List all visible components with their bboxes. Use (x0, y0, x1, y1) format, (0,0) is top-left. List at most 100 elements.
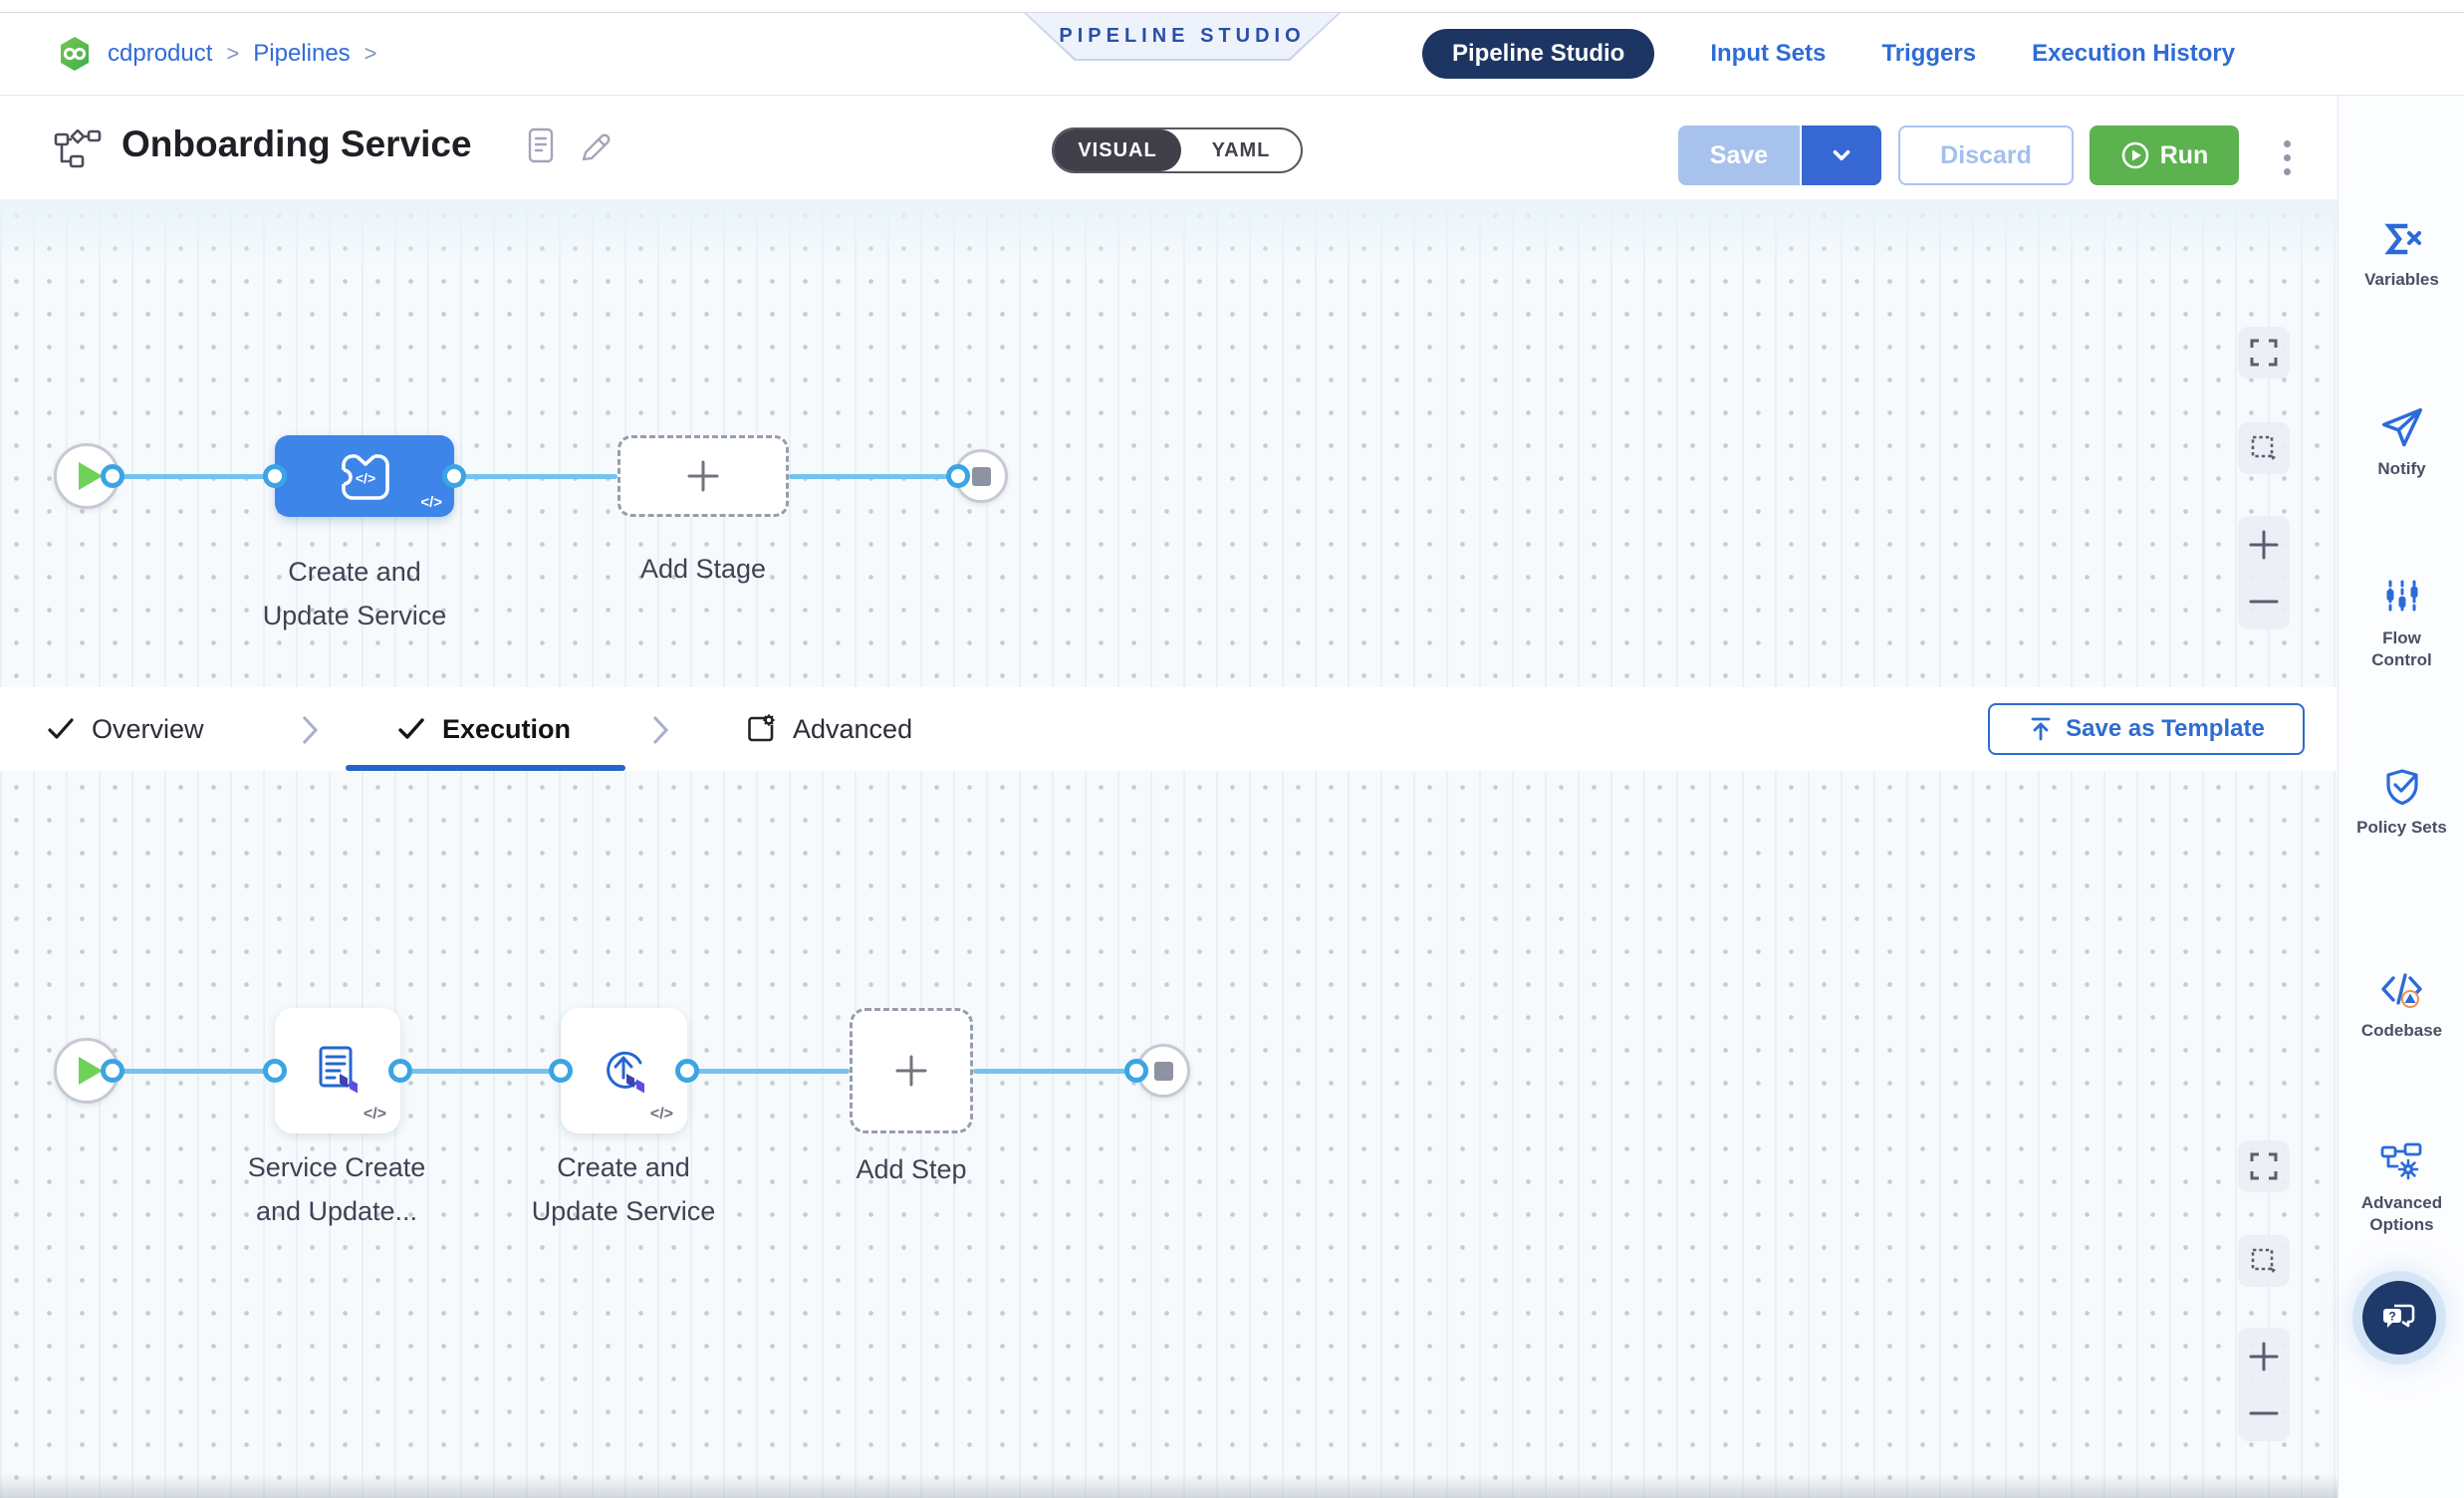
svg-text:</>: </> (356, 470, 375, 486)
check-icon (48, 718, 74, 739)
breadcrumb-pipelines[interactable]: Pipelines (253, 40, 351, 67)
breadcrumb-project[interactable]: cdproduct (108, 40, 213, 67)
sidebar-item-advanced-options[interactable]: Advanced Options (2339, 1140, 2464, 1236)
upload-icon (2031, 717, 2051, 741)
terraform-apply-step-icon (596, 1042, 653, 1100)
advanced-gear-icon (748, 714, 775, 742)
plus-icon (895, 1055, 927, 1087)
chat-question-icon: ? (2383, 1304, 2415, 1328)
marquee-select-icon (2251, 435, 2276, 460)
zoom-out-icon[interactable] (2248, 586, 2280, 618)
tab-execution[interactable]: Execution (396, 687, 571, 771)
tab-execution-history[interactable]: Execution History (2032, 40, 2236, 67)
stage-code-glyph: </> (420, 494, 442, 511)
connector-port[interactable] (101, 464, 124, 488)
toolbar: Onboarding Service VISUAL YAML Save (0, 96, 2464, 200)
canvas-select-button[interactable] (2238, 422, 2290, 474)
zoom-in-icon[interactable] (2248, 529, 2280, 561)
run-button[interactable]: Run (2090, 125, 2239, 185)
toggle-yaml[interactable]: YAML (1211, 138, 1271, 161)
connector-port[interactable] (549, 1059, 573, 1083)
step-node-create-update-service[interactable]: </> (561, 1008, 687, 1133)
stage-tab-strip: Overview Execution Advanced (0, 687, 2338, 772)
canvas-fit-screen-button[interactable] (2238, 1140, 2290, 1192)
connector-line (687, 1069, 850, 1074)
discard-button[interactable]: Discard (1898, 125, 2074, 185)
top-bar: cdproduct > Pipelines > PIPELINE STUDIO … (0, 13, 2464, 96)
stop-icon (971, 466, 991, 486)
step-code-glyph: </> (363, 1106, 386, 1123)
connector-port[interactable] (263, 1059, 287, 1083)
save-button[interactable]: Save (1678, 125, 1800, 185)
stop-icon (1153, 1061, 1173, 1081)
tab-advanced[interactable]: Advanced (745, 687, 912, 771)
svg-text:?: ? (2388, 1310, 2395, 1324)
canvas-fit-screen-button[interactable] (2238, 327, 2290, 378)
add-step-label: Add Step (856, 1154, 967, 1184)
sidebar-item-flow-control[interactable]: Flow Control (2339, 576, 2464, 671)
zoom-out-icon[interactable] (2248, 1397, 2280, 1429)
connector-line (87, 1069, 275, 1074)
window-top-edge (0, 0, 2464, 13)
chevron-down-icon (1829, 142, 1854, 168)
tab-pipeline-studio[interactable]: Pipeline Studio (1422, 29, 1655, 79)
fullscreen-icon (2250, 1152, 2278, 1180)
connector-line (789, 474, 958, 479)
advanced-options-icon (2339, 1140, 2464, 1184)
execution-canvas (0, 771, 2338, 1498)
tab-overview[interactable]: Overview (46, 687, 204, 771)
connector-port[interactable] (263, 464, 287, 488)
sidebar-item-codebase[interactable]: Codebase (2339, 968, 2464, 1042)
variables-sigma-icon (2339, 217, 2464, 261)
step-node-service-create-update[interactable]: </> (275, 1008, 400, 1133)
add-stage-button[interactable] (617, 435, 789, 517)
canvas-select-button[interactable] (2238, 1235, 2290, 1287)
sidebar-item-policy-sets[interactable]: Policy Sets (2339, 765, 2464, 839)
breadcrumb-separator: > (226, 41, 240, 66)
breadcrumb: cdproduct > Pipelines > (56, 13, 377, 95)
description-icon[interactable] (528, 127, 554, 163)
sidebar-item-notify[interactable]: Notify (2339, 406, 2464, 480)
save-as-template-button[interactable]: Save as Template (1988, 703, 2305, 755)
canvas-zoom-controls (2238, 516, 2290, 629)
pipeline-studio-banner: PIPELINE STUDIO (1024, 13, 1341, 61)
stage-canvas (0, 199, 2338, 687)
connector-port[interactable] (675, 1059, 699, 1083)
connector-port[interactable] (1124, 1059, 1148, 1083)
run-button-label: Run (2159, 140, 2209, 169)
connector-port[interactable] (442, 464, 466, 488)
connector-line (973, 1069, 1136, 1074)
plus-icon (687, 460, 719, 492)
connector-port[interactable] (946, 464, 970, 488)
connector-line (400, 1069, 561, 1074)
right-sidebar: Variables Notify Flow Control (2338, 96, 2464, 1498)
connector-port[interactable] (101, 1059, 124, 1083)
codebase-code-warning-icon (2339, 968, 2464, 1012)
toggle-visual[interactable]: VISUAL (1054, 129, 1181, 171)
canvas-zoom-controls (2238, 1328, 2290, 1441)
top-nav-tabs: Pipeline Studio Input Sets Triggers Exec… (1422, 29, 2235, 79)
tab-triggers[interactable]: Triggers (1881, 40, 1977, 67)
chevron-right-icon (299, 713, 321, 747)
stage-node-create-update-service[interactable]: </> </> (275, 435, 454, 517)
add-step-button[interactable] (850, 1008, 973, 1133)
fullscreen-icon (2250, 339, 2278, 367)
more-options-kebab-icon[interactable] (2269, 131, 2305, 183)
marquee-select-icon (2251, 1248, 2276, 1273)
stage-label: Create and Update Service (262, 557, 447, 630)
pipeline-studio-banner-label: PIPELINE STUDIO (1026, 13, 1339, 59)
sidebar-item-variables[interactable]: Variables (2339, 217, 2464, 291)
save-dropdown-button[interactable] (1800, 125, 1881, 185)
help-chat-button[interactable]: ? (2362, 1281, 2436, 1355)
pipeline-title: Onboarding Service (122, 124, 472, 164)
add-stage-label: Add Stage (639, 554, 767, 584)
step-label: Service Create and Update... (247, 1152, 426, 1226)
edit-pencil-icon[interactable] (578, 129, 614, 165)
connector-line (87, 474, 275, 479)
custom-stage-icon: </> (334, 447, 395, 505)
zoom-in-icon[interactable] (2248, 1341, 2280, 1373)
connector-port[interactable] (388, 1059, 412, 1083)
tab-input-sets[interactable]: Input Sets (1710, 40, 1827, 67)
terraform-file-step-icon (309, 1042, 367, 1100)
